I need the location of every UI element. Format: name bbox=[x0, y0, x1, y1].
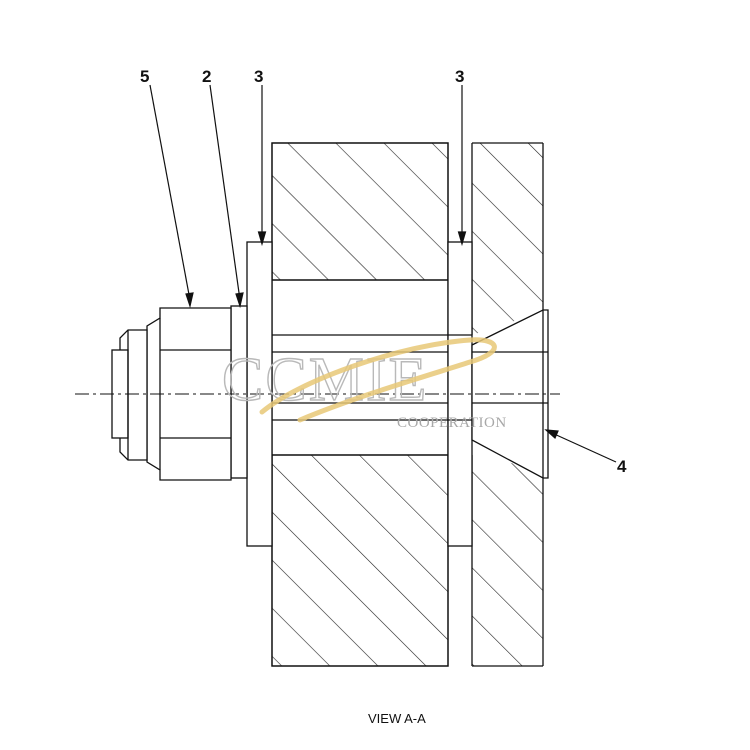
watermark: CCMIE COOPERATION bbox=[221, 337, 507, 431]
callout-2: 2 bbox=[202, 67, 211, 86]
watermark-logo-text: CCMIE bbox=[222, 346, 428, 414]
callout-3-left: 3 bbox=[254, 67, 263, 86]
view-caption: VIEW A-A bbox=[368, 711, 426, 726]
left-plate bbox=[271, 142, 449, 667]
callout-4: 4 bbox=[617, 457, 627, 476]
watermark-swoosh bbox=[259, 337, 497, 423]
watermark-subtitle: COOPERATION bbox=[397, 415, 507, 431]
bolt-thread-end bbox=[111, 329, 148, 461]
callout-5: 5 bbox=[140, 67, 149, 86]
callout-3-right: 3 bbox=[455, 67, 464, 86]
leader-lines bbox=[149, 84, 617, 463]
